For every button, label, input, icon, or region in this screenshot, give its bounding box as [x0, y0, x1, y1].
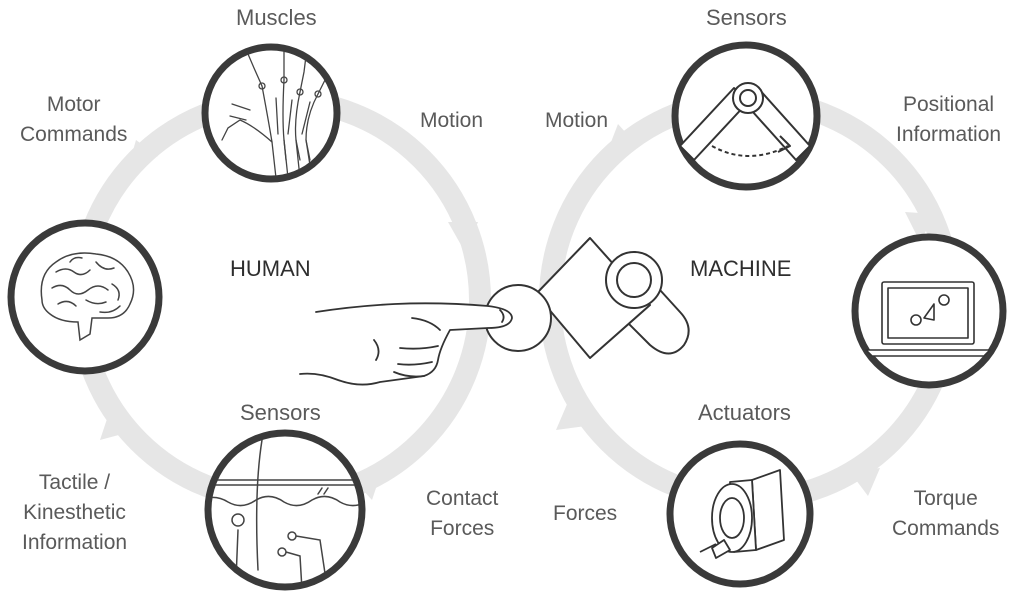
- muscles-label: Muscles: [236, 5, 317, 30]
- laptop-icon: [865, 281, 991, 357]
- contact-forces-label: Contact Forces: [426, 487, 499, 540]
- arrow-head-icon: [448, 222, 478, 252]
- robot-arm-icon: [484, 237, 690, 359]
- skin-sensors-icon: [211, 439, 359, 584]
- muscles-node: [201, 43, 341, 183]
- finger-hand-icon: [299, 302, 513, 386]
- motor-actuator-icon: [699, 469, 785, 559]
- machine-title: MACHINE: [690, 256, 792, 281]
- joint-sensors-node: [671, 41, 821, 191]
- machine-motion-label: Motion: [545, 109, 609, 132]
- actuator-node: [666, 440, 814, 588]
- arrow-head-icon: [556, 402, 586, 430]
- human-sensors-label: Sensors: [240, 400, 321, 425]
- human-title: HUMAN: [230, 256, 311, 281]
- arrow-head-icon: [352, 470, 382, 500]
- human-motion-label: Motion: [420, 109, 484, 132]
- motor-commands-label: Motor Commands: [20, 93, 128, 146]
- arrow-head-icon: [128, 140, 158, 168]
- arrow-head-icon: [905, 212, 935, 242]
- forces-label: Forces: [553, 502, 618, 525]
- hand-skeleton-icon: [221, 50, 333, 176]
- tactile-information-label: Tactile / Kinesthetic Information: [22, 471, 128, 554]
- brain-icon: [40, 252, 135, 342]
- brain-node: [7, 219, 163, 375]
- positional-information-label: Positional Information: [896, 93, 1002, 146]
- robot-joint-icon: [679, 82, 811, 161]
- arrow-head-icon: [850, 468, 880, 496]
- arrow-head-icon: [100, 410, 130, 440]
- torque-commands-label: Torque Commands: [892, 487, 1000, 540]
- machine-sensors-label: Sensors: [706, 5, 787, 30]
- skin-sensors-node: [204, 429, 366, 591]
- actuators-label: Actuators: [698, 400, 791, 425]
- laptop-node: [851, 233, 1007, 389]
- arrow-head-icon: [608, 124, 636, 150]
